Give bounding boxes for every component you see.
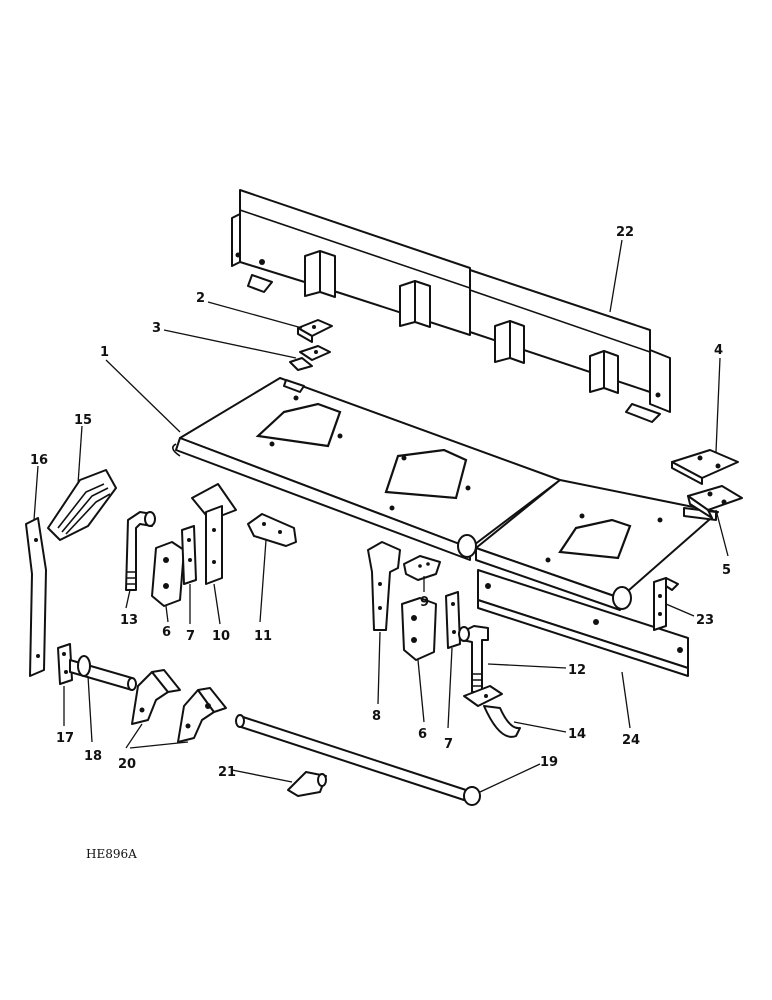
part-6-left-bracket [151, 541, 185, 607]
callout-7-left: 7 [186, 629, 195, 644]
part-7-left-strap [181, 525, 197, 585]
part-20-wedge-bracket [131, 669, 227, 743]
callout-19: 19 [540, 755, 558, 770]
callout-3: 3 [152, 321, 161, 336]
part-1-floor-plate [172, 377, 561, 561]
callout-5: 5 [722, 563, 731, 578]
callout-1: 1 [100, 345, 109, 360]
callout-20: 20 [118, 757, 136, 772]
callout-21: 21 [218, 765, 236, 780]
part-22-rear-panel [231, 189, 671, 423]
part-16-lever [25, 517, 47, 677]
part-3-clip [289, 345, 331, 371]
callout-8: 8 [372, 709, 381, 724]
callout-23: 23 [696, 613, 714, 628]
part-15-slotted-plate [47, 469, 117, 541]
callout-24: 24 [622, 733, 640, 748]
part-13-l-bolt [125, 511, 156, 591]
part-14-clamp [463, 685, 521, 738]
part-5-hinge-plate [687, 485, 743, 519]
callout-22: 22 [616, 225, 634, 240]
figure-code: HE896A [86, 847, 137, 861]
part-10-l-bracket [191, 483, 237, 585]
callout-numbers: 1 2 3 4 5 6 6 7 7 8 9 10 11 12 13 14 15 … [30, 225, 731, 780]
callout-13: 13 [120, 613, 138, 628]
callout-16: 16 [30, 453, 48, 468]
callout-6-left: 6 [162, 625, 171, 640]
part-long-rod [235, 714, 467, 801]
callout-9: 9 [420, 595, 429, 610]
part-9-pad [403, 555, 441, 581]
part-19-end-cap [463, 786, 481, 806]
part-2-clip [297, 319, 333, 343]
callout-2: 2 [196, 291, 205, 306]
callout-11: 11 [254, 629, 272, 644]
part-21-block [287, 771, 327, 797]
part-8-upright-bracket [367, 541, 401, 631]
part-12-l-bolt [458, 625, 489, 693]
callout-15: 15 [74, 413, 92, 428]
callout-17: 17 [56, 731, 74, 746]
part-second-floor-plate [475, 479, 719, 611]
callout-6-right: 6 [418, 727, 427, 742]
callout-10: 10 [212, 629, 230, 644]
part-7-right-strap [445, 591, 461, 649]
callout-7-right: 7 [444, 737, 453, 752]
part-23-upright-bracket [653, 577, 679, 631]
part-4-hinge-plate [671, 449, 739, 485]
callout-14: 14 [568, 727, 586, 742]
callout-18: 18 [84, 749, 102, 764]
part-6-right-bracket [401, 597, 437, 661]
leader-lines [33, 239, 729, 793]
part-17-mount-plate [57, 643, 73, 685]
part-11-cover [247, 513, 297, 547]
callout-4: 4 [714, 343, 723, 358]
part-24-bracket-bar [477, 569, 689, 677]
callout-12: 12 [568, 663, 586, 678]
part-18-shaft [69, 655, 137, 691]
